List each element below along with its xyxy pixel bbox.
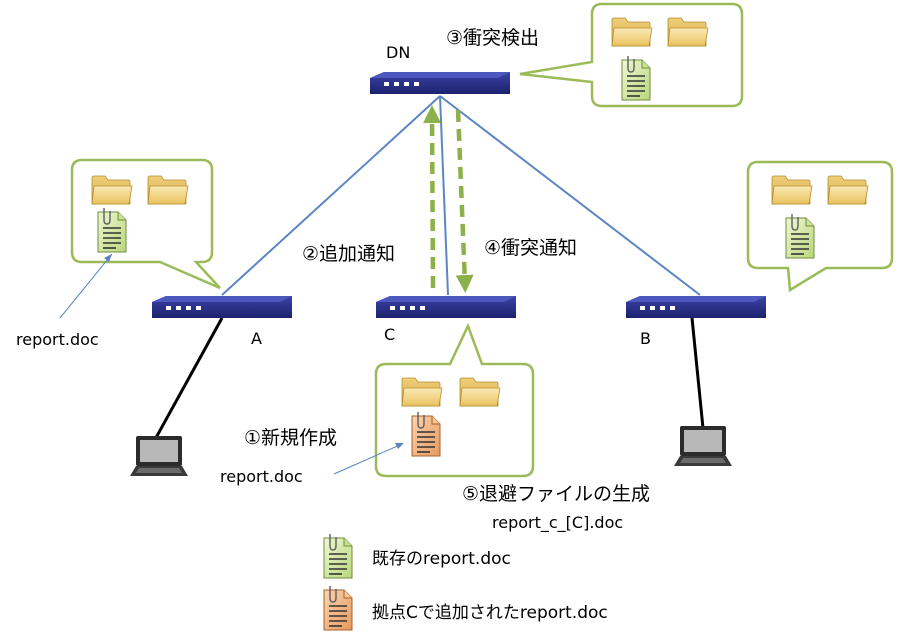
pointer-line-c bbox=[333, 443, 403, 475]
folder-icon bbox=[771, 175, 813, 205]
file-label-evacuated: report_c_[C].doc bbox=[492, 513, 623, 533]
step-add-notify: ②追加通知 bbox=[302, 243, 395, 265]
legend: 既存のreport.doc 拠点Cで追加されたreport.doc bbox=[323, 533, 608, 631]
folder-icon bbox=[147, 175, 189, 205]
file-label-c: report.doc bbox=[220, 467, 303, 486]
link-dn-c bbox=[439, 95, 449, 296]
legend-added: 拠点Cで追加されたreport.doc bbox=[372, 603, 608, 623]
link-b-laptop bbox=[690, 317, 705, 429]
router-icon bbox=[152, 296, 292, 318]
bubble-b bbox=[746, 160, 894, 293]
legend-existing: 既存のreport.doc bbox=[372, 549, 511, 569]
router-icon bbox=[376, 296, 516, 318]
node-label-dn: DN bbox=[386, 43, 410, 62]
node-label-c: C bbox=[384, 325, 395, 344]
conflict-notify-arrow bbox=[455, 109, 474, 293]
link-dn-a bbox=[221, 95, 441, 296]
pointer-line-a bbox=[59, 253, 113, 319]
network-links bbox=[150, 95, 705, 446]
node-label-b: B bbox=[640, 329, 651, 348]
folder-icon bbox=[667, 17, 709, 47]
step-create: ①新規作成 bbox=[244, 427, 337, 449]
router-icon bbox=[370, 72, 510, 94]
folder-icon bbox=[827, 175, 869, 205]
pointer-arrowhead bbox=[395, 443, 404, 449]
router-icon bbox=[626, 296, 766, 318]
bubble-c bbox=[374, 322, 535, 478]
laptop-icon bbox=[674, 426, 732, 466]
link-a-laptop bbox=[150, 317, 224, 446]
folder-icon bbox=[91, 175, 133, 205]
link-dn-b bbox=[439, 95, 701, 296]
file-label-a: report.doc bbox=[16, 330, 99, 349]
add-notify-arrow bbox=[423, 105, 442, 289]
folder-icon bbox=[611, 17, 653, 47]
laptop-icon bbox=[130, 436, 188, 476]
folder-icon bbox=[459, 377, 501, 407]
notification-arrows bbox=[423, 105, 474, 293]
folder-icon bbox=[401, 377, 443, 407]
pointer-arrowhead bbox=[104, 254, 112, 262]
step-conflict-detect: ③衝突検出 bbox=[446, 27, 539, 49]
document-icon bbox=[323, 585, 353, 631]
step-evacuate: ⑤退避ファイルの生成 bbox=[462, 483, 650, 505]
document-icon bbox=[323, 533, 353, 579]
node-label-a: A bbox=[251, 329, 262, 348]
step-conflict-notify: ④衝突通知 bbox=[484, 237, 577, 259]
